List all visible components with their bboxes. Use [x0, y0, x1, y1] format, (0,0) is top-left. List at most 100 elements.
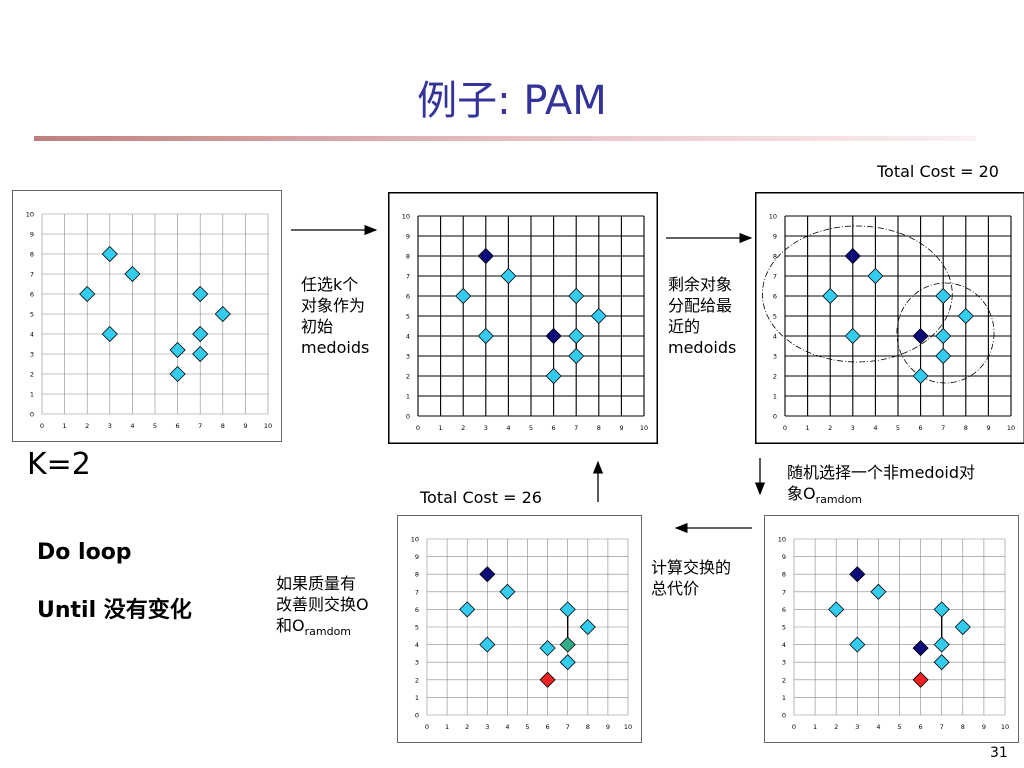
data-point: [459, 601, 476, 618]
data-point: [912, 367, 929, 385]
y-tick-label: 6: [406, 293, 410, 301]
y-tick-label: 5: [773, 313, 777, 321]
y-tick-label: 6: [30, 291, 34, 299]
x-tick-label: 9: [243, 422, 247, 430]
step4-line: 计算交换的: [651, 558, 732, 577]
data-point: [124, 265, 141, 283]
x-tick-label: 8: [597, 424, 601, 432]
x-tick-label: 3: [108, 422, 112, 430]
x-tick-label: 1: [813, 723, 817, 731]
total-cost-mid: Total Cost = 26: [420, 488, 542, 507]
step2-line: 剩余对象: [668, 275, 733, 294]
y-tick-label: 5: [406, 313, 410, 321]
loop-line-2: Until 没有变化: [37, 598, 192, 623]
y-tick-label: 1: [415, 694, 419, 702]
step2-text: 剩余对象 分配给最 近的 medoids: [668, 274, 736, 358]
x-tick-label: 0: [40, 422, 44, 430]
y-tick-label: 7: [773, 273, 777, 281]
medoid-point: [912, 327, 929, 345]
y-tick-label: 6: [782, 606, 786, 614]
title-underline: [34, 136, 976, 141]
x-tick-label: 1: [806, 424, 810, 432]
y-tick-label: 4: [782, 641, 786, 649]
x-tick-label: 1: [445, 723, 449, 731]
y-tick-label: 0: [415, 712, 419, 720]
chart-frame: [755, 192, 1024, 444]
k-label: K=2: [27, 447, 91, 482]
data-point: [957, 307, 974, 325]
medoid-point: [477, 247, 494, 265]
x-tick-label: 9: [619, 424, 623, 432]
x-tick-label: 6: [552, 424, 556, 432]
step3-line: 随机选择一个非medoid对: [787, 463, 975, 482]
x-tick-label: 10: [264, 422, 272, 430]
data-point: [169, 365, 186, 383]
x-tick-label: 6: [176, 422, 180, 430]
step3-prefix: 象O: [787, 484, 816, 503]
y-tick-label: 4: [406, 333, 410, 341]
data-point: [559, 654, 576, 671]
data-point: [828, 601, 845, 618]
x-tick-label: 10: [1007, 424, 1015, 432]
step4-text: 计算交换的 总代价: [651, 557, 731, 599]
data-point: [590, 307, 607, 325]
x-tick-label: 0: [783, 424, 787, 432]
x-tick-label: 8: [961, 723, 965, 731]
y-tick-label: 7: [782, 588, 786, 596]
data-point: [500, 267, 517, 285]
y-tick-label: 0: [30, 411, 34, 419]
data-point: [568, 347, 585, 365]
medoid-point: [844, 247, 861, 265]
slide-title: 例子: PAM: [417, 78, 607, 124]
x-tick-label: 1: [63, 422, 67, 430]
x-tick-label: 1: [439, 424, 443, 432]
y-tick-label: 4: [773, 333, 777, 341]
data-point: [101, 245, 118, 263]
chart-frame: [397, 515, 642, 743]
y-tick-label: 2: [415, 676, 419, 684]
data-point: [870, 583, 887, 600]
data-point: [933, 636, 950, 653]
random-point: [539, 671, 556, 688]
y-tick-label: 2: [782, 676, 786, 684]
data-point: [499, 583, 516, 600]
y-tick-label: 0: [406, 413, 410, 421]
y-tick-label: 10: [778, 536, 786, 544]
y-tick-label: 8: [30, 251, 34, 259]
random-point: [912, 671, 929, 688]
y-tick-label: 10: [411, 536, 419, 544]
x-tick-label: 4: [506, 424, 510, 432]
chart-frame: [764, 515, 1019, 743]
x-tick-label: 0: [416, 424, 420, 432]
data-point: [559, 601, 576, 618]
step5-text: 如果质量有 改善则交换O 和Oramdom: [276, 573, 369, 642]
y-tick-label: 4: [30, 331, 34, 339]
step5-prefix: 和O: [276, 616, 305, 635]
x-tick-label: 7: [198, 422, 202, 430]
data-point: [579, 618, 596, 636]
x-tick-label: 5: [529, 424, 533, 432]
y-tick-label: 3: [773, 353, 777, 361]
data-point: [455, 287, 472, 305]
y-tick-label: 8: [406, 253, 410, 261]
x-tick-label: 4: [505, 723, 509, 731]
y-tick-label: 0: [782, 712, 786, 720]
y-tick-label: 10: [402, 213, 410, 221]
step5-subscript: ramdom: [304, 625, 352, 639]
x-tick-label: 10: [624, 723, 632, 731]
data-point: [822, 287, 839, 305]
data-point: [169, 341, 186, 359]
step4-line: 总代价: [651, 579, 700, 598]
data-point: [192, 345, 209, 363]
y-tick-label: 8: [773, 253, 777, 261]
y-tick-label: 2: [30, 371, 34, 379]
x-tick-label: 0: [792, 723, 796, 731]
step1-line: 初始: [301, 317, 334, 336]
step3-subscript: ramdom: [815, 493, 863, 507]
data-point: [479, 636, 496, 653]
total-cost-top: Total Cost = 20: [877, 162, 999, 181]
y-tick-label: 9: [30, 231, 34, 239]
